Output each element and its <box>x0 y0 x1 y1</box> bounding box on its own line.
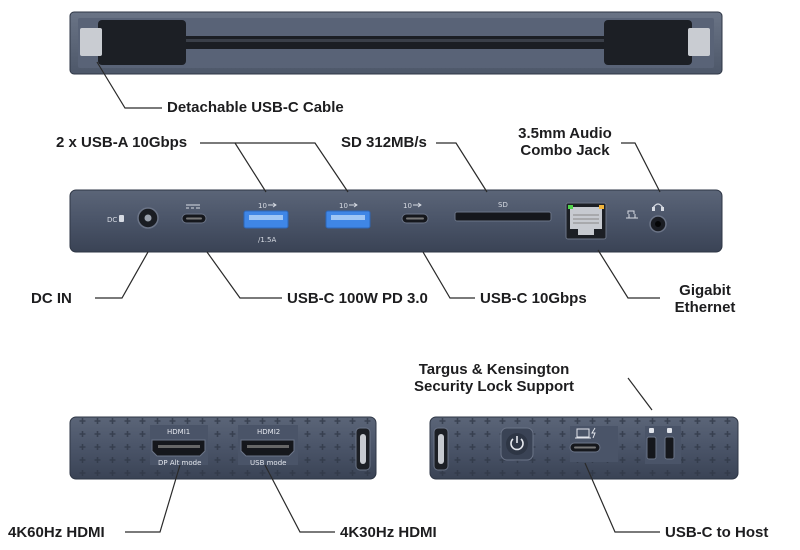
leader-lines <box>95 61 661 533</box>
usb-c-cable <box>180 36 610 49</box>
front-panel-device: DC 10 /1.5A 10 10 <box>69 189 723 253</box>
callout-dc-in: DC IN <box>31 290 72 307</box>
usb-c-speed-label: 10 <box>403 202 412 210</box>
usb-c-10gbps-port: 10 <box>401 202 429 224</box>
callout-detachable-cable: Detachable USB-C Cable <box>167 99 344 116</box>
bolt-icon <box>591 427 596 439</box>
right-side-device <box>429 416 739 480</box>
audio-combo-jack <box>649 203 667 233</box>
callout-ethernet-line1: Gigabit <box>679 282 731 299</box>
lock-icon-targus <box>649 428 654 433</box>
network-icon <box>626 210 638 219</box>
usb-a-speed-label-2: 10 <box>339 202 348 210</box>
activity-led-amber <box>599 205 604 209</box>
callout-security-line2: Security Lock Support <box>413 378 575 395</box>
cable-plug-right <box>604 20 692 65</box>
dc-symbol-icon <box>186 204 200 209</box>
security-lock-slots <box>645 426 681 464</box>
ethernet-port <box>565 202 638 240</box>
sd-slot-label: SD <box>498 201 508 209</box>
callout-audio-line2: Combo Jack <box>520 142 610 159</box>
dc-port-label: DC <box>107 216 117 224</box>
hdmi1-mode-label: DP Alt mode <box>158 459 201 467</box>
sd-card-slot: SD <box>454 201 552 222</box>
callout-ethernet: Gigabit Ethernet <box>665 282 745 316</box>
callout-security: Targus & Kensington Security Lock Suppor… <box>404 361 584 395</box>
callout-4k30-hdmi: 4K30Hz HDMI <box>340 524 437 541</box>
dc-in-port: DC <box>107 207 159 229</box>
usb-a-port-2: 10 <box>325 202 371 229</box>
usb-a-speed-label-1: 10 <box>258 202 267 210</box>
left-side-device: HDMI1 DP Alt mode HDMI2 USB mode <box>69 416 377 480</box>
callout-usb-c-10gbps: USB-C 10Gbps <box>480 290 587 307</box>
link-led-green <box>568 205 573 209</box>
hdmi1-label: HDMI1 <box>167 428 190 436</box>
laptop-icon <box>576 428 590 438</box>
callout-sd: SD 312MB/s <box>341 134 427 151</box>
cable-plug-left <box>98 20 186 65</box>
callout-ethernet-line2: Ethernet <box>674 299 736 316</box>
hdmi-port-1: HDMI1 DP Alt mode <box>150 425 208 467</box>
callout-usb-a: 2 x USB-A 10Gbps <box>56 134 188 151</box>
hdmi2-mode-label: USB mode <box>250 459 286 467</box>
usb-icon <box>268 202 277 208</box>
callout-usb-c-host: USB-C to Host <box>665 524 769 541</box>
cable-end-right <box>355 427 371 471</box>
usb-c-pd-port <box>181 204 207 224</box>
lock-icon-kensington <box>667 428 672 433</box>
power-button[interactable] <box>500 427 534 461</box>
callout-4k60-hdmi: 4K60Hz HDMI <box>8 524 105 541</box>
top-view-device <box>69 11 723 75</box>
usb-icon <box>413 202 422 208</box>
cable-end-left <box>433 427 449 471</box>
callout-audio-line1: 3.5mm Audio <box>518 125 612 142</box>
usb-a-port-1: 10 /1.5A <box>243 202 289 244</box>
callout-usb-c-pd: USB-C 100W PD 3.0 <box>287 290 428 307</box>
usb-icon <box>349 202 358 208</box>
callout-security-line1: Targus & Kensington <box>418 361 570 378</box>
power-icon <box>510 438 524 451</box>
hdmi2-label: HDMI2 <box>257 428 280 436</box>
hdmi-port-2: HDMI2 USB mode <box>238 425 298 467</box>
usb-c-host-port <box>569 426 618 462</box>
callout-audio: 3.5mm Audio Combo Jack <box>505 125 625 159</box>
usb-a-current-label: /1.5A <box>258 236 276 244</box>
headphone-icon <box>652 203 664 209</box>
